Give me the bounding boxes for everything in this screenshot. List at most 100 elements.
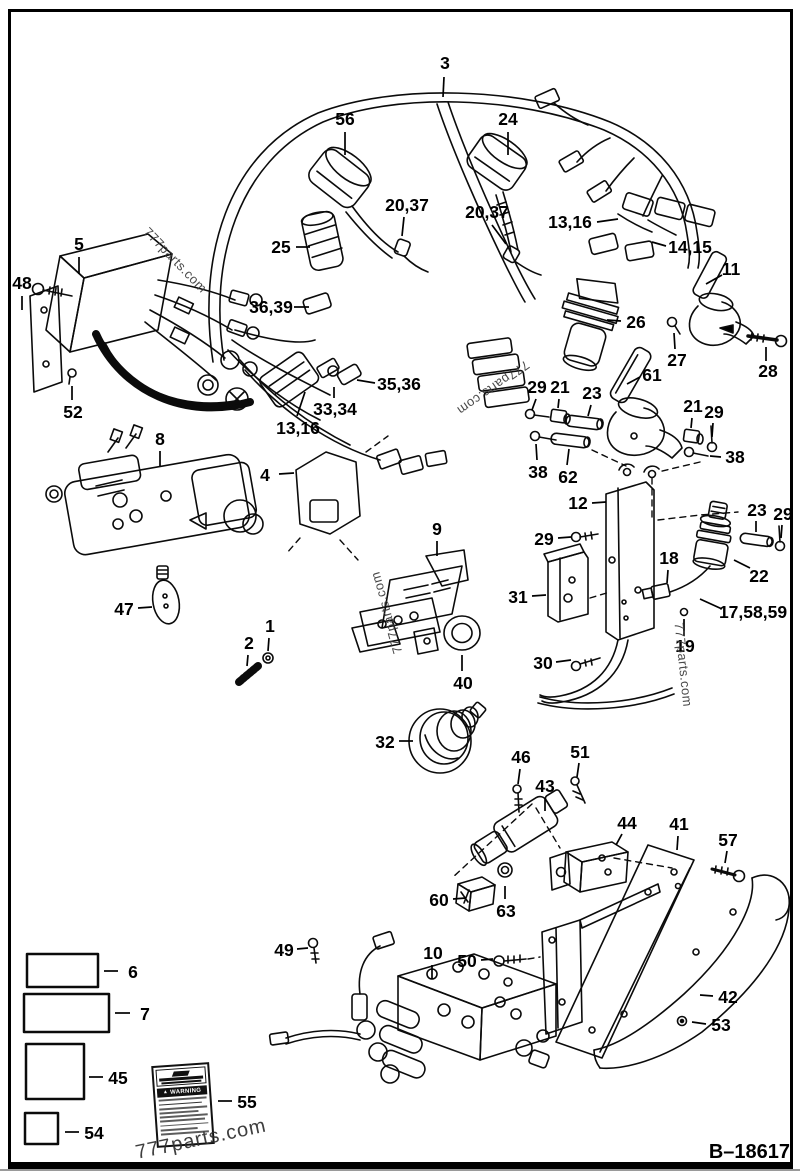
- leader-line-26: [606, 319, 622, 322]
- callout-28: 28: [758, 361, 778, 381]
- callout-22: 22: [749, 566, 769, 586]
- callout-3: 3: [440, 53, 450, 73]
- leader-line-29: [780, 524, 783, 539]
- callout-56: 56: [335, 109, 355, 129]
- part-bolt-29-bracket: [570, 531, 599, 543]
- callout-38: 38: [528, 462, 548, 482]
- part-decal-54: [23, 1111, 60, 1146]
- callout-20,37: 20,37: [385, 195, 429, 215]
- callout-13,16: 13,16: [276, 418, 320, 438]
- part-harness-branch-connectors: [227, 292, 530, 475]
- part-bolt-30: [570, 657, 601, 672]
- callout-41: 41: [669, 814, 689, 834]
- callout-51: 51: [570, 742, 590, 762]
- callout-53: 53: [711, 1015, 731, 1035]
- leader-line-46: [517, 768, 521, 785]
- page-bottom-edge: [0, 1169, 800, 1171]
- callout-48: 48: [12, 273, 32, 293]
- part-clip-20-37-right: [502, 245, 542, 276]
- leader-line-62: [566, 448, 570, 466]
- part-key-47: [151, 565, 181, 625]
- leader-line-38: [709, 455, 722, 458]
- part-decal-7: [22, 992, 111, 1034]
- callout-21: 21: [683, 396, 703, 416]
- part-screw-52: [67, 368, 77, 385]
- callout-54: 54: [84, 1123, 104, 1143]
- part-wire-17-58-59: [641, 565, 711, 617]
- part-bolt-28: [746, 332, 788, 348]
- part-bracket-31: [543, 543, 611, 623]
- callout-62: 62: [558, 467, 578, 487]
- callout-29: 29: [534, 529, 554, 549]
- leader-line-47: [137, 606, 153, 609]
- callout-12: 12: [568, 493, 588, 513]
- callout-50: 50: [457, 951, 477, 971]
- callout-6: 6: [128, 962, 138, 982]
- callout-32: 32: [375, 732, 395, 752]
- part-boot-32: [408, 701, 487, 774]
- callout-40: 40: [453, 673, 473, 693]
- part-motor-26: [561, 277, 620, 372]
- leader-line-29: [557, 536, 572, 539]
- part-guard-42: [593, 874, 791, 1070]
- callout-46: 46: [511, 747, 531, 767]
- drawing-number: B–18617: [708, 1141, 790, 1163]
- leader-line-2: [246, 654, 249, 667]
- callout-30: 30: [533, 653, 553, 673]
- leader-line-11: [705, 274, 723, 285]
- decal-text-line: [160, 1121, 209, 1127]
- callout-61: 61: [642, 365, 662, 385]
- part-bolt-49: [307, 937, 320, 964]
- callout-8: 8: [155, 429, 165, 449]
- part-bolt-48: [31, 282, 73, 297]
- callout-26: 26: [626, 312, 646, 332]
- callout-43: 43: [535, 776, 555, 796]
- leader-line-41: [676, 835, 679, 851]
- warning-text: WARNING: [169, 1087, 202, 1096]
- leader-line-51: [576, 762, 580, 778]
- callout-55: 55: [237, 1092, 257, 1112]
- callout-11: 11: [722, 259, 741, 279]
- decal-brand-logo: [155, 1066, 207, 1087]
- callout-7: 7: [140, 1004, 150, 1024]
- leader-line-57: [724, 850, 728, 864]
- callout-2: 2: [244, 633, 254, 653]
- leader-line-18: [666, 569, 669, 584]
- callout-25: 25: [271, 237, 291, 257]
- part-valve-assembly-8: [45, 424, 264, 556]
- leader-line-42: [699, 994, 714, 997]
- leader-line-22: [733, 559, 751, 569]
- leader-line-1: [267, 637, 270, 652]
- part-bracket-12: [537, 481, 675, 710]
- callout-44: 44: [617, 813, 637, 833]
- callout-1: 1: [265, 616, 275, 636]
- leader-line-3: [442, 76, 445, 98]
- part-nut-1: [262, 652, 274, 664]
- part-lever-61: [606, 346, 683, 459]
- part-bracket-9: [351, 549, 469, 655]
- part-fuse-25: [300, 210, 344, 272]
- part-solenoid-43: [451, 776, 586, 879]
- callout-20,37: 20,37: [465, 202, 509, 222]
- callout-33,34: 33,34: [313, 399, 357, 419]
- callout-35,36: 35,36: [377, 374, 421, 394]
- callout-47: 47: [114, 599, 133, 619]
- leader-line-49: [296, 947, 309, 950]
- leader-line-20,37: [401, 216, 405, 237]
- part-bolt-27: [666, 316, 681, 335]
- leader-line-12: [591, 501, 607, 504]
- part-switch-22: [692, 500, 732, 571]
- callout-13,16: 13,16: [548, 212, 592, 232]
- part-fasteners-row: [524, 408, 739, 521]
- part-spring-2: [235, 662, 262, 686]
- callout-10: 10: [423, 943, 443, 963]
- part-bracket-44: [549, 841, 673, 893]
- leader-line-14,15: [651, 241, 667, 247]
- callout-31: 31: [508, 587, 528, 607]
- part-wire-harness: [208, 87, 716, 363]
- part-decal-6: [25, 952, 100, 989]
- callout-63: 63: [496, 901, 516, 921]
- callout-5: 5: [74, 234, 84, 254]
